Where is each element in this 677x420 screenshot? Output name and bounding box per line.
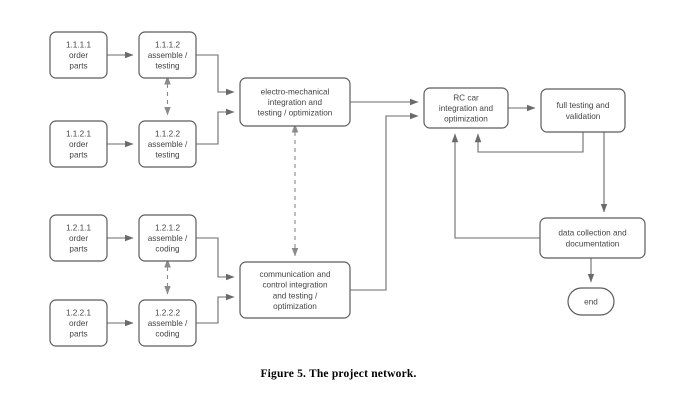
end-terminator-label-line-0: end — [584, 298, 598, 307]
assemble-coding-1-2-1-2: 1.2.1.2 assemble / coding — [138, 214, 197, 262]
nodes-layer: 1.1.1.1 order parts 1.1.1.2 assemble / testin… — [49, 31, 646, 347]
edge-fulltest-to-rccar-loop — [474, 132, 584, 153]
order-parts-1-2-1-1-box — [49, 214, 108, 262]
order-parts-1-2-2-1-label-line-1: order — [69, 319, 88, 328]
edges-layer — [107, 51, 608, 327]
order-parts-1-2-1-1: 1.2.1.1 order parts — [49, 214, 108, 262]
order-parts-1-2-2-1-label-line-0: 1.2.2.1 — [66, 308, 91, 317]
assemble-coding-1-2-1-2-label-line-1: assemble / — [148, 234, 188, 243]
end-terminator-box — [567, 287, 615, 316]
communication-control-integration-label-line-0: communication and — [260, 270, 331, 279]
assemble-coding-1-2-2-2-label-line-1: assemble / — [148, 319, 188, 328]
order-parts-1-2-2-1-label-line-2: parts — [69, 330, 87, 339]
assemble-testing-1-1-1-2-label-line-0: 1.1.1.2 — [155, 40, 180, 49]
order-parts-1-1-1-1-box — [49, 31, 108, 79]
electro-mechanical-integration-label-line-0: electro-mechanical — [261, 87, 330, 96]
order-parts-1-2-1-1-label-line-0: 1.2.1.1 — [66, 223, 91, 232]
figure-caption: Figure 5. The project network. — [260, 368, 417, 380]
assemble-testing-1-1-1-2-box — [138, 31, 197, 79]
data-collection-documentation-box — [539, 217, 646, 259]
full-testing-validation-box — [540, 88, 626, 133]
assemble-coding-1-2-1-2-label-line-0: 1.2.1.2 — [155, 223, 180, 232]
communication-control-integration-label-line-3: optimization — [273, 302, 317, 311]
communication-control-integration-box — [239, 261, 351, 319]
assemble-testing-1-1-2-2: 1.1.2.2 assemble / testing — [138, 120, 197, 168]
order-parts-1-2-1-1-label-line-1: order — [69, 234, 88, 243]
edge-datacoll-to-rccar-loop — [451, 133, 540, 239]
assemble-testing-1-1-2-2-label-line-2: testing — [155, 151, 180, 160]
electro-mechanical-integration-label-line-2: testing / optimization — [258, 109, 333, 118]
order-parts-1-1-2-1-label-line-1: order — [69, 140, 88, 149]
data-collection-documentation-label-line-0: data collection and — [558, 229, 627, 238]
order-parts-1-1-2-1: 1.1.2.1 order parts — [49, 120, 108, 168]
electro-mechanical-integration: electro-mechanical integration and testing… — [239, 77, 351, 127]
order-parts-1-1-2-1-label-line-0: 1.1.2.1 — [66, 129, 91, 138]
assemble-testing-1-1-2-2-box — [138, 120, 197, 168]
end-terminator: end — [567, 287, 615, 316]
assemble-coding-1-2-2-2: 1.2.2.2 assemble / coding — [138, 299, 197, 347]
order-parts-1-1-1-1-label-line-0: 1.1.1.1 — [66, 40, 91, 49]
rc-car-integration-label-line-1: integration and — [439, 104, 494, 113]
order-parts-1-1-1-1-label-line-2: parts — [69, 62, 87, 71]
edge-1112-to-electro — [196, 54, 235, 96]
edge-1222-to-comm — [196, 293, 235, 324]
assemble-testing-1-1-1-2-label-line-2: testing — [155, 62, 180, 71]
communication-control-integration-label-line-2: and testing / — [273, 291, 318, 300]
assemble-coding-1-2-1-2-box — [138, 214, 197, 262]
assemble-testing-1-1-1-2-label-line-1: assemble / — [148, 51, 188, 60]
assemble-coding-1-2-1-2-label-line-2: coding — [155, 245, 180, 254]
assemble-coding-1-2-2-2-box — [138, 299, 197, 347]
full-testing-validation-label-line-1: validation — [566, 112, 601, 121]
rc-car-integration-box — [423, 87, 509, 129]
assemble-testing-1-1-1-2: 1.1.1.2 assemble / testing — [138, 31, 197, 79]
rc-car-integration-label-line-2: optimization — [444, 115, 488, 124]
electro-mechanical-integration-label-line-1: integration and — [268, 98, 323, 107]
communication-control-integration-label-line-1: control integration — [262, 281, 328, 290]
full-testing-validation-label-line-0: full testing and — [557, 101, 610, 110]
communication-control-integration: communication and control integrationand … — [239, 261, 351, 319]
assemble-testing-1-1-2-2-label-line-1: assemble / — [148, 140, 188, 149]
assemble-coding-1-2-2-2-label-line-0: 1.2.2.2 — [155, 308, 180, 317]
edge-1212-to-comm — [196, 237, 235, 281]
order-parts-1-1-1-1: 1.1.1.1 order parts — [49, 31, 108, 79]
edge-comm-to-rccar — [350, 112, 419, 291]
assemble-testing-1-1-2-2-label-line-0: 1.1.2.2 — [155, 129, 180, 138]
order-parts-1-1-1-1-label-line-1: order — [69, 51, 88, 60]
order-parts-1-1-2-1-box — [49, 120, 108, 168]
rc-car-integration-label-line-0: RC car — [453, 93, 479, 102]
electro-mechanical-integration-box — [239, 77, 351, 127]
rc-car-integration: RC car integration and optimization — [423, 87, 509, 129]
order-parts-1-1-2-1-label-line-2: parts — [69, 151, 87, 160]
order-parts-1-2-1-1-label-line-2: parts — [69, 245, 87, 254]
order-parts-1-2-2-1: 1.2.2.1 order parts — [49, 299, 108, 347]
order-parts-1-2-2-1-box — [49, 299, 108, 347]
edge-1122-to-electro — [196, 108, 235, 145]
data-collection-documentation-label-line-1: documentation — [566, 239, 620, 248]
full-testing-validation: full testing and validation — [540, 88, 626, 133]
assemble-coding-1-2-2-2-label-line-2: coding — [155, 330, 180, 339]
